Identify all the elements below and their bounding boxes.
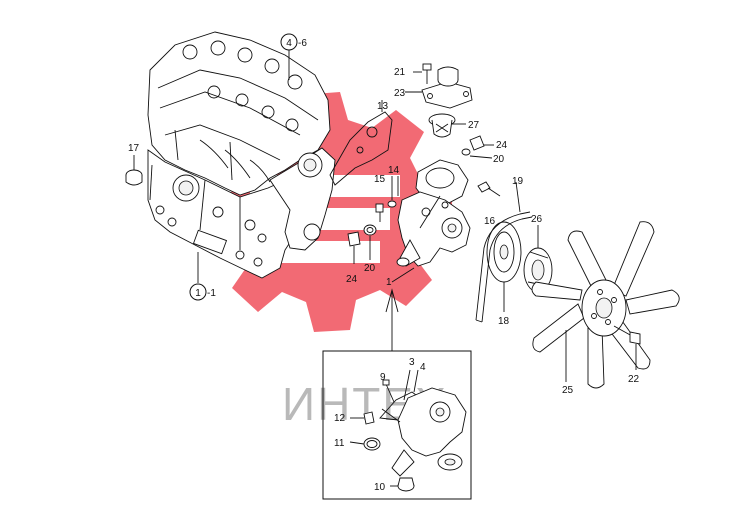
label-24-right: 24 xyxy=(496,140,508,151)
label-21: 21 xyxy=(394,67,406,78)
callout-4-suffix: -6 xyxy=(298,38,307,49)
part-16-bolt xyxy=(477,181,501,197)
part-14-washer xyxy=(387,176,397,208)
label-9: 9 xyxy=(380,372,386,383)
label-17: 17 xyxy=(128,143,140,154)
label-24-left: 24 xyxy=(346,274,358,285)
label-19: 19 xyxy=(512,176,524,187)
callout-1-number: 1 xyxy=(195,288,201,299)
part-24-sensor-right xyxy=(469,135,494,151)
part-17-plug xyxy=(125,155,143,186)
part-21-bolt xyxy=(413,63,432,84)
part-22-bolt xyxy=(613,325,641,370)
inset-water-pump xyxy=(363,379,467,492)
label-14: 14 xyxy=(388,165,400,176)
part-24-sensor-left xyxy=(347,231,361,264)
inset-box xyxy=(322,267,472,500)
label-22: 22 xyxy=(628,374,640,385)
engine-block xyxy=(147,31,336,279)
leader-lines xyxy=(349,91,539,487)
part-20-oring-left xyxy=(363,224,377,236)
label-18: 18 xyxy=(498,316,510,327)
label-23: 23 xyxy=(394,88,406,99)
part-23-cover xyxy=(421,66,473,109)
label-16: 16 xyxy=(484,216,496,227)
callout-1-suffix: -1 xyxy=(207,288,216,299)
part-25-fan xyxy=(531,221,680,389)
label-20-right: 20 xyxy=(493,154,505,165)
label-4: 4 xyxy=(420,362,426,373)
label-12: 12 xyxy=(334,413,346,424)
label-26: 26 xyxy=(531,214,543,225)
label-25: 25 xyxy=(562,385,574,396)
water-pump-assembly xyxy=(396,159,533,323)
label-11: 11 xyxy=(334,438,345,449)
part-26-spacer xyxy=(523,247,553,293)
label-13: 13 xyxy=(377,101,389,112)
part-20-washer-right xyxy=(461,148,493,159)
label-15: 15 xyxy=(374,174,386,185)
label-10: 10 xyxy=(374,482,386,493)
label-27: 27 xyxy=(468,120,480,131)
callout-4-number: 4 xyxy=(286,38,292,49)
label-3: 3 xyxy=(409,357,415,368)
part-15-bolt xyxy=(375,203,384,222)
part-13-gasket xyxy=(329,100,393,186)
label-1: 1 xyxy=(386,277,392,288)
label-20-left: 20 xyxy=(364,263,376,274)
callout-4: 4 -6 xyxy=(280,33,307,80)
part-27-thermostat xyxy=(428,113,456,138)
callout-1: 1 -1 xyxy=(189,252,216,301)
